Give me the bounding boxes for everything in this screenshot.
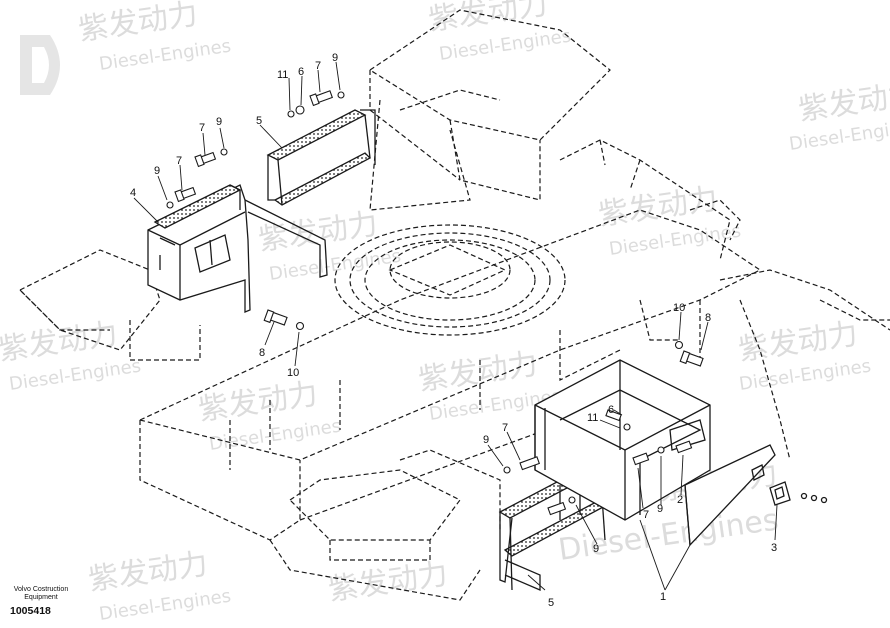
washer-10 (674, 340, 684, 350)
callout-4: 4 (130, 187, 136, 199)
step-part-5-top (266, 109, 376, 206)
bracket-part-4 (147, 184, 328, 313)
callout-7: 7 (643, 509, 649, 521)
callout-11: 11 (587, 412, 598, 424)
leader-lines (133, 61, 778, 591)
latch-part-3 (769, 481, 828, 506)
callout-11: 11 (277, 69, 288, 81)
callout-9: 9 (154, 165, 160, 177)
drawing-caption: Volvo Costruction Equipment 1005418 (10, 586, 72, 617)
callout-7: 7 (199, 122, 205, 134)
nut-6 (295, 105, 305, 115)
callout-8: 8 (705, 312, 711, 324)
parts-solid (147, 109, 828, 591)
callout-10: 10 (673, 302, 685, 314)
nut-11 (287, 110, 295, 118)
watermark-logo (20, 35, 60, 95)
bolt-6 (605, 409, 622, 422)
door-part-2 (684, 444, 776, 547)
callout-9: 9 (216, 116, 222, 128)
nut-11 (623, 423, 631, 431)
bolt-7 (675, 440, 693, 454)
callout-1: 1 (660, 591, 666, 603)
company-name-line2: Equipment (24, 594, 58, 601)
washer-9 (657, 446, 665, 454)
callout-5: 5 (548, 597, 554, 609)
callout-6: 6 (608, 404, 614, 416)
callout-8: 8 (259, 347, 265, 359)
callout-5: 5 (256, 115, 262, 127)
bolt-8 (679, 350, 704, 367)
watermark-brand-cn: 紫发动力 (796, 77, 890, 128)
fasteners (166, 90, 704, 516)
callout-7: 7 (176, 155, 182, 167)
washer-9 (337, 91, 345, 99)
bolt-7 (194, 151, 217, 168)
drawing-part-number: 1005418 (10, 605, 51, 617)
callout-2: 2 (677, 494, 683, 506)
callout-6: 6 (298, 66, 304, 78)
washer-9 (220, 148, 228, 156)
washer-9 (568, 496, 576, 504)
callout-7: 7 (502, 422, 508, 434)
callout-7: 7 (315, 60, 321, 72)
washer-9 (166, 201, 174, 209)
company-name-line1: Volvo Costruction (13, 586, 69, 593)
callout-10: 10 (287, 367, 299, 379)
bolt-7 (547, 501, 567, 516)
watermark-brand-cn: 紫发动力 (76, 0, 200, 48)
callout-3: 3 (771, 542, 777, 554)
bolt-7 (519, 456, 541, 471)
bolt-7 (632, 452, 650, 466)
bolt-7 (174, 186, 197, 203)
callout-9: 9 (657, 503, 663, 515)
watermark-brand-cn: 紫发动力 (326, 557, 450, 608)
washer-9 (503, 466, 511, 474)
callout-9: 9 (593, 543, 599, 555)
washer-10 (295, 321, 305, 331)
callout-labels: 11 6 7 9 5 7 9 7 9 4 8 10 10 8 11 6 9 7 … (130, 52, 777, 609)
callout-9: 9 (332, 52, 338, 64)
box-part-1 (534, 359, 711, 521)
bolt-8 (263, 309, 288, 326)
callout-9: 9 (483, 434, 489, 446)
bolt-7 (309, 90, 334, 107)
